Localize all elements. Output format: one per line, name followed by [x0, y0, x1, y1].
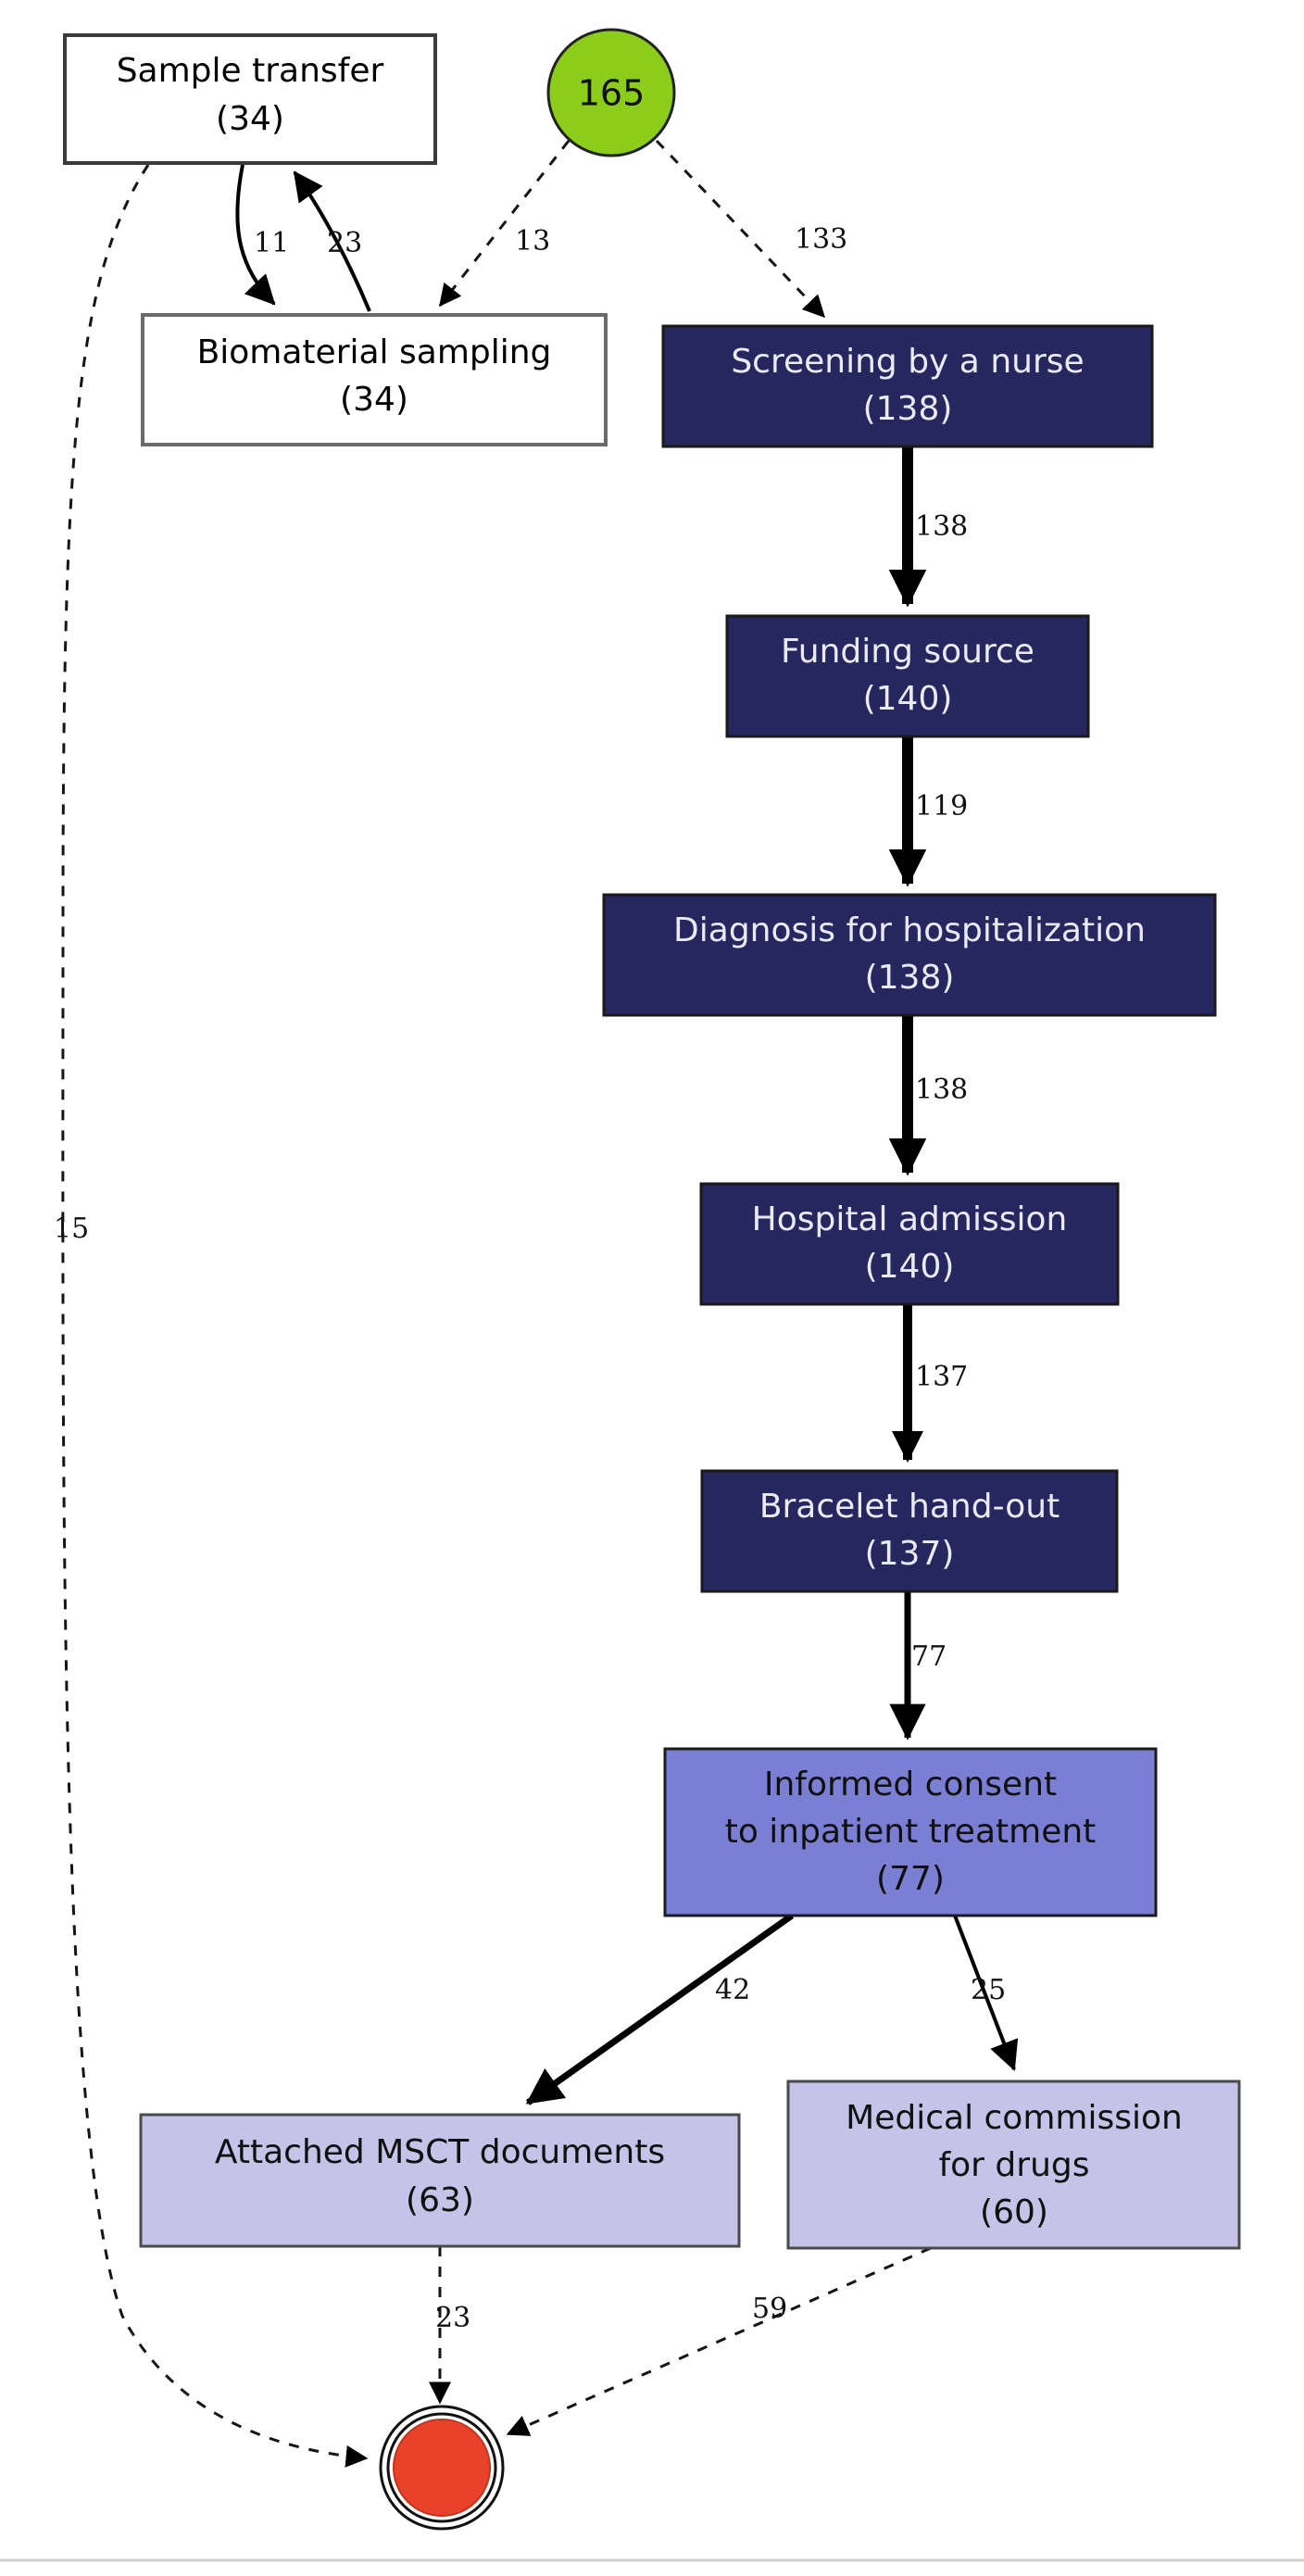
node-screening-by-a-nurse[interactable]: Screening by a nurse (138) [661, 324, 1154, 448]
diagnosis-for-hospitalization-name: Diagnosis for hospitalization [673, 911, 1146, 949]
node-funding-source[interactable]: Funding source (140) [725, 614, 1090, 738]
node-informed-consent[interactable]: Informed consent to inpatient treatment … [663, 1747, 1158, 1917]
edge-label-11: 11 [254, 227, 289, 259]
hospital-admission-name: Hospital admission [752, 1200, 1068, 1238]
edge-medical-commission-to-end [506, 2246, 932, 2436]
attached-msct-documents-count: (63) [406, 2181, 474, 2219]
attached-msct-documents-name: Attached MSCT documents [215, 2133, 665, 2171]
start-node-circle[interactable] [546, 28, 676, 157]
informed-consent-name-line2: to inpatient treatment [725, 1813, 1097, 1851]
node-medical-commission-for-drugs[interactable]: Medical commission for drugs (60) [786, 2080, 1241, 2250]
medical-commission-count: (60) [980, 2193, 1048, 2231]
edge-label-119: 119 [915, 790, 968, 823]
hospital-admission-box[interactable] [699, 1182, 1120, 1306]
node-biomaterial-sampling[interactable]: Biomaterial sampling (34) [141, 313, 608, 446]
sample-transfer-box[interactable] [63, 33, 437, 165]
edge-sample-transfer-to-end [61, 164, 369, 2468]
bracelet-hand-out-name: Bracelet hand-out [759, 1488, 1060, 1526]
biomaterial-sampling-box[interactable] [141, 313, 608, 446]
edge-label-13: 13 [515, 225, 550, 258]
hospital-admission-count: (140) [865, 1248, 955, 1286]
edge-sample-transfer-to-biomaterial-sampling [235, 164, 276, 306]
informed-consent-box[interactable] [663, 1747, 1158, 1917]
edge-label-137: 137 [915, 1361, 968, 1393]
funding-source-count: (140) [863, 680, 953, 718]
node-end[interactable] [379, 2405, 505, 2531]
edge-label-23-return: 23 [327, 227, 362, 259]
biomaterial-sampling-count: (34) [340, 381, 408, 419]
screening-by-a-nurse-box[interactable] [661, 324, 1154, 448]
sample-transfer-count: (34) [216, 100, 284, 138]
edge-label-77: 77 [911, 1640, 947, 1673]
edge-label-42: 42 [715, 1974, 750, 2006]
edge-label-59: 59 [752, 2293, 787, 2325]
node-attached-msct-documents[interactable]: Attached MSCT documents (63) [139, 2113, 741, 2248]
edge-informed-consent-to-attached-msct-documents [525, 1913, 795, 2105]
funding-source-name: Funding source [781, 633, 1034, 671]
node-start[interactable]: 165 [546, 28, 676, 157]
sample-transfer-name: Sample transfer [117, 52, 384, 90]
edge-biomaterial-sampling-to-sample-transfer [293, 170, 371, 312]
edge-label-138-diagnosis: 138 [915, 1074, 968, 1106]
node-bracelet-hand-out[interactable]: Bracelet hand-out (137) [700, 1469, 1119, 1593]
edge-label-15: 15 [54, 1213, 89, 1245]
edge-start-to-biomaterial-sampling [438, 140, 570, 308]
biomaterial-sampling-name: Biomaterial sampling [197, 333, 552, 371]
medical-commission-box[interactable] [786, 2080, 1241, 2250]
edge-label-23-end: 23 [435, 2302, 470, 2334]
medical-commission-name-line2: for drugs [938, 2146, 1089, 2184]
start-node-count: 165 [578, 73, 646, 114]
edge-label-133: 133 [795, 223, 847, 256]
node-diagnosis-for-hospitalization[interactable]: Diagnosis for hospitalization (138) [602, 893, 1217, 1017]
informed-consent-name-line1: Informed consent [764, 1766, 1057, 1803]
screening-by-a-nurse-count: (138) [863, 390, 953, 428]
diagnosis-for-hospitalization-count: (138) [865, 959, 955, 997]
medical-commission-name-line1: Medical commission [846, 2099, 1183, 2137]
edge-label-25: 25 [971, 1974, 1006, 2006]
informed-consent-count: (77) [876, 1860, 945, 1898]
node-sample-transfer[interactable]: Sample transfer (34) [63, 33, 437, 165]
node-hospital-admission[interactable]: Hospital admission (140) [699, 1182, 1120, 1306]
edge-label-138-screening: 138 [915, 510, 968, 543]
diagnosis-for-hospitalization-box[interactable] [602, 893, 1217, 1017]
attached-msct-documents-box[interactable] [139, 2113, 741, 2248]
funding-source-box[interactable] [725, 614, 1090, 738]
bracelet-hand-out-count: (137) [865, 1535, 955, 1573]
end-node-circle[interactable] [393, 2419, 491, 2517]
edge-informed-consent-to-medical-commission [953, 1915, 1019, 2071]
bracelet-hand-out-box[interactable] [700, 1469, 1119, 1593]
screening-by-a-nurse-name: Screening by a nurse [731, 343, 1084, 381]
